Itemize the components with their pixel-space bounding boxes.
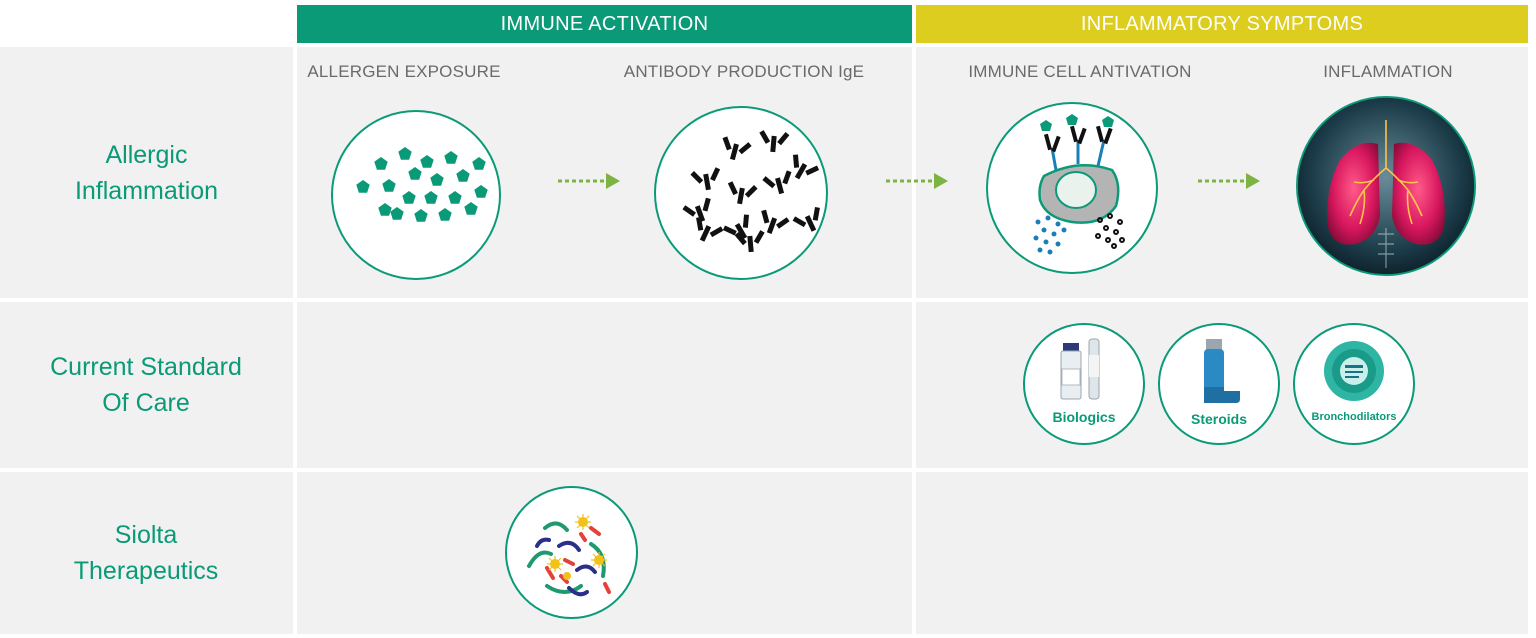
cell-label-siolta — [0, 472, 293, 634]
treatment-steroids: Steroids — [1158, 323, 1280, 445]
vial-icon — [1060, 338, 1100, 400]
mast-cell-icon — [1033, 114, 1125, 255]
row-label-siolta-line2: Therapeutics — [73, 557, 219, 585]
treatment-steroids-label: Steroids — [1190, 411, 1247, 427]
cell-symptoms-siolta — [916, 472, 1528, 634]
antibody-ige-icon — [681, 129, 826, 254]
flow-arrow-2-icon — [886, 173, 948, 189]
probiotic-bacteria-icon — [527, 514, 611, 597]
siolta-microbes-circle — [505, 486, 638, 619]
treatment-bronchodilators-label: Bronchodilators — [1311, 411, 1397, 423]
step-title-allergen-exposure: ALLERGEN EXPOSURE — [307, 62, 501, 81]
row-label-allergic-line1: Allergic — [105, 140, 188, 169]
inhaler-icon — [1204, 339, 1240, 403]
header-immune-activation-label: IMMUNE ACTIVATION — [500, 12, 709, 35]
inflamed-lungs-icon — [1298, 98, 1474, 274]
cell-immune-standard — [297, 302, 912, 468]
header-immune-activation: IMMUNE ACTIVATION — [297, 5, 912, 43]
step-title-inflammation: INFLAMMATION — [1323, 62, 1453, 81]
header-inflammatory-symptoms-label: INFLAMMATORY SYMPTOMS — [1080, 12, 1364, 35]
treatment-bronchodilators: Bronchodilators — [1293, 323, 1415, 445]
step-title-immune-cell-activation: IMMUNE CELL ANTIVATION — [968, 62, 1192, 81]
allergen-particles-icon — [356, 147, 488, 222]
treatment-biologics-label: Biologics — [1052, 409, 1116, 425]
cell-label-allergic — [0, 47, 293, 298]
immune-cell-activation-circle — [986, 102, 1158, 274]
row-label-allergic-inflammation: Allergic Inflammation — [0, 47, 293, 298]
inflammation-circle — [1296, 96, 1476, 276]
allergen-exposure-circle — [331, 110, 501, 280]
cell-label-standard — [0, 302, 293, 468]
header-inflammatory-symptoms: INFLAMMATORY SYMPTOMS — [916, 5, 1528, 43]
row-label-siolta-line1: Siolta — [114, 521, 178, 549]
row-label-standard-line2: Of Care — [102, 389, 190, 417]
row-label-allergic-line2: Inflammation — [74, 176, 219, 205]
row-label-current-standard-of-care: Current Standard Of Care — [0, 302, 305, 468]
diskus-inhaler-icon — [1324, 341, 1384, 401]
flow-arrow-1-icon — [558, 173, 620, 189]
treatment-biologics: Biologics — [1023, 323, 1145, 445]
flow-arrow-3-icon — [1198, 173, 1260, 189]
antibody-production-circle — [654, 106, 828, 280]
row-label-siolta-therapeutics: Siolta Therapeutics — [0, 472, 305, 634]
step-title-antibody-production: ANTIBODY PRODUCTION IgE — [623, 62, 865, 81]
row-label-standard-line1: Current Standard — [50, 353, 242, 381]
